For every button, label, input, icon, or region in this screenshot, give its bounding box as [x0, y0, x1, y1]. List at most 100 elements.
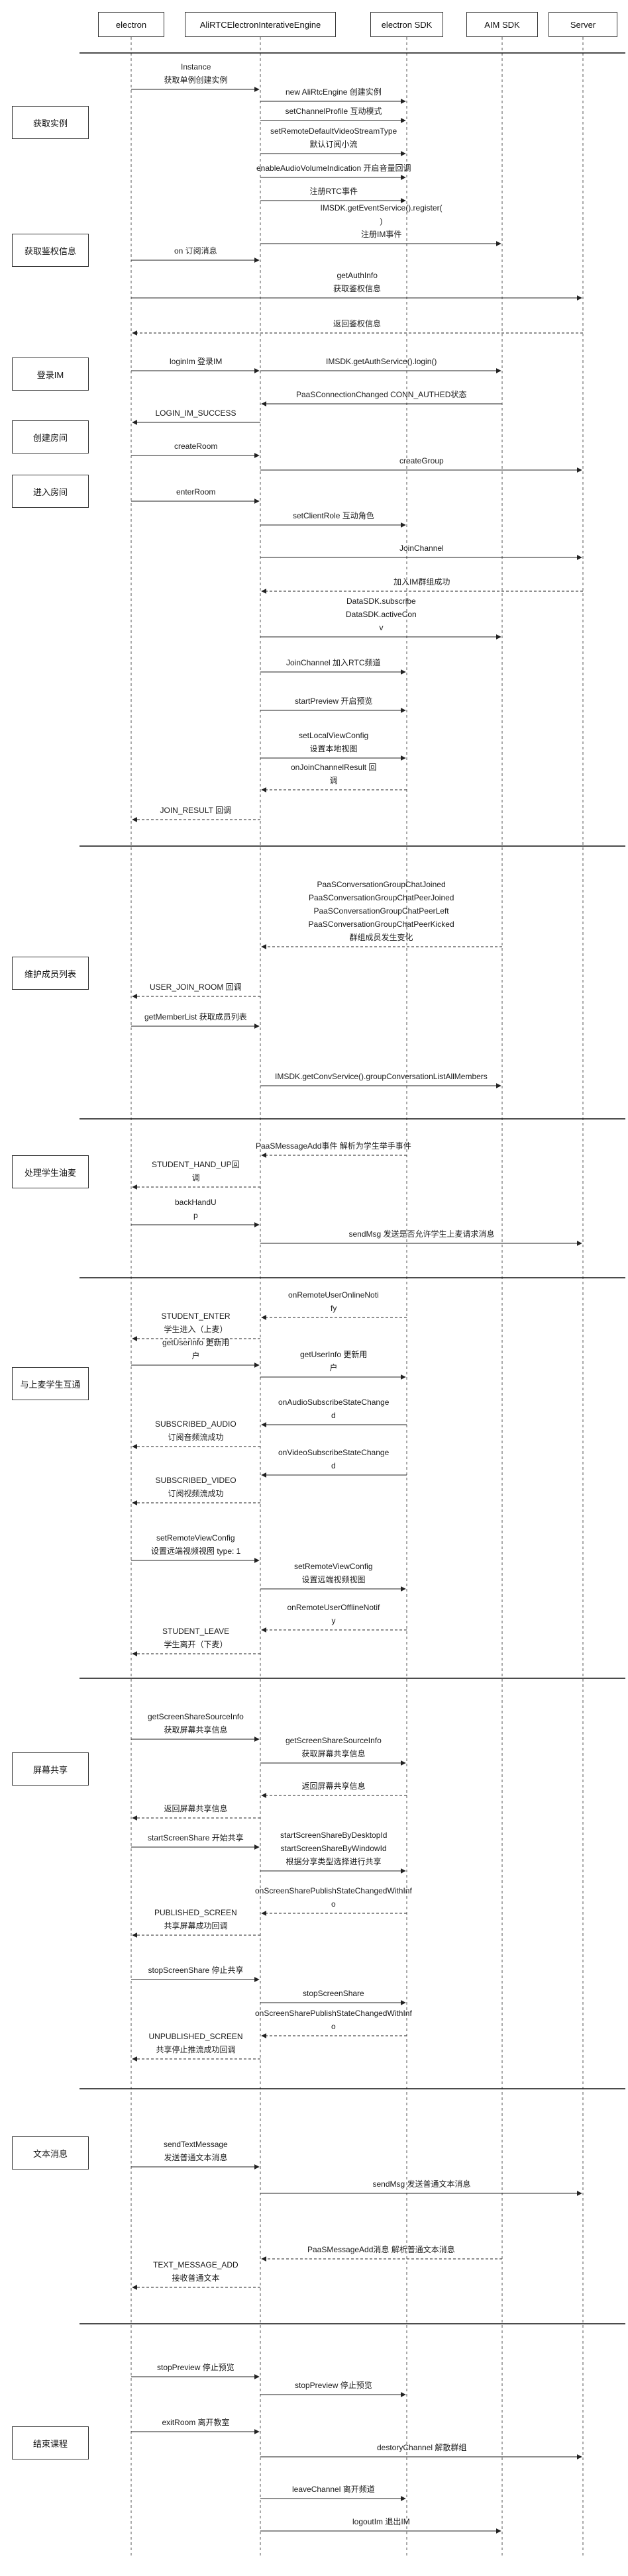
message-label: setLocalViewConfig: [299, 731, 369, 740]
message-label: ): [380, 216, 383, 226]
message-label: 返回鉴权信息: [333, 319, 382, 328]
message-label: fy: [331, 1304, 337, 1313]
message-label: PaaSMessageAdd事件 解析为学生举手事件: [256, 1141, 411, 1151]
message-label: USER_JOIN_ROOM 回调: [150, 982, 242, 992]
message-label: v: [379, 623, 384, 632]
section-label: 登录IM: [12, 358, 89, 391]
message-label: exitRoom 离开教室: [162, 2418, 230, 2427]
message-label: getAuthInfo: [337, 271, 378, 280]
message-label: loginIm 登录IM: [170, 357, 223, 366]
message-label: JoinChannel 加入RTC频道: [286, 658, 381, 667]
message-label: 订阅视频流成功: [168, 1489, 224, 1498]
message-label: 群组成员发生变化: [349, 933, 413, 942]
message-label: on 订阅消息: [174, 246, 217, 256]
participant-aim: AIM SDK: [466, 12, 538, 37]
section-label: 屏幕共享: [12, 1752, 89, 1786]
section-separators: [79, 52, 625, 2324]
message-label: sendMsg 发送普通文本消息: [372, 2179, 471, 2189]
message-label: startScreenShare 开始共享: [148, 1833, 244, 1842]
message-arrows: [131, 87, 583, 2534]
message-label: IMSDK.getConvService().groupConversation…: [275, 1072, 488, 1081]
section-label: 与上麦学生互通: [12, 1367, 89, 1400]
message-label: onJoinChannelResult 回: [291, 763, 377, 772]
message-label: createGroup: [399, 456, 444, 465]
message-label: 获取屏幕共享信息: [301, 1749, 366, 1758]
participant-electron: electron: [98, 12, 164, 37]
message-label: leaveChannel 离开频道: [292, 2485, 375, 2494]
message-label: onScreenSharePublishStateChangedWithInf: [255, 1886, 412, 1895]
participant-server: Server: [549, 12, 617, 37]
message-label: sendMsg 发送是否允许学生上麦请求消息: [348, 1229, 495, 1239]
message-label: onScreenSharePublishStateChangedWithInf: [255, 2009, 412, 2018]
message-label: UNPUBLISHED_SCREEN: [148, 2032, 243, 2041]
message-label: startScreenShareByDesktopId: [280, 1831, 388, 1840]
message-label: 注册RTC事件: [309, 187, 358, 196]
message-label: stopPreview 停止预览: [295, 2381, 372, 2390]
message-label: STUDENT_LEAVE: [162, 1627, 230, 1636]
message-label: startScreenShareByWindowId: [280, 1844, 387, 1853]
message-label: DataSDK.subscribe: [346, 596, 416, 606]
message-label: enterRoom: [176, 487, 216, 497]
message-label: stopScreenShare: [303, 1989, 364, 1998]
message-label: enableAudioVolumeIndication 开启音量回调: [256, 164, 411, 173]
message-label: 设置本地视图: [309, 744, 358, 753]
message-label: getScreenShareSourceInfo: [148, 1712, 244, 1721]
message-label: STUDENT_HAND_UP回: [152, 1160, 240, 1169]
message-label: 获取单例创建实例: [164, 75, 228, 85]
message-label: 返回屏幕共享信息: [301, 1782, 366, 1791]
message-label: 获取鉴权信息: [333, 284, 382, 293]
message-label: 设置远端视频视图 type: 1: [151, 1547, 241, 1556]
message-label: LOGIN_IM_SUCCESS: [155, 408, 236, 418]
message-label: getScreenShareSourceInfo: [286, 1736, 382, 1745]
section-label: 获取鉴权信息: [12, 234, 89, 267]
message-label: d: [331, 1411, 336, 1420]
message-label: JOIN_RESULT 回调: [160, 806, 232, 815]
message-label: 户: [329, 1363, 338, 1372]
message-label: 设置远端视频视图: [301, 1575, 366, 1584]
participant-sdk: electron SDK: [370, 12, 443, 37]
message-label: getUserInfo 更新用: [162, 1338, 230, 1347]
section-label: 进入房间: [12, 475, 89, 508]
message-label: PaaSConversationGroupChatPeerJoined: [309, 893, 454, 902]
message-label: getMemberList 获取成员列表: [144, 1012, 247, 1022]
message-label: PaaSConversationGroupChatPeerKicked: [308, 920, 454, 929]
message-label: setRemoteDefaultVideoStreamType: [270, 126, 397, 136]
message-label: PaaSConversationGroupChatPeerLeft: [313, 906, 449, 916]
section-label: 获取实例: [12, 106, 89, 139]
message-label: onRemoteUserOnlineNoti: [288, 1290, 379, 1300]
section-label: 创建房间: [12, 420, 89, 453]
message-label: stopPreview 停止预览: [157, 2363, 235, 2372]
message-label: 学生进入（上麦）: [164, 1325, 228, 1334]
message-label: sendTextMessage: [164, 2140, 228, 2149]
message-label: d: [331, 1461, 336, 1470]
message-label: stopScreenShare 停止共享: [148, 1966, 244, 1975]
message-label: PaaSConversationGroupChatJoined: [317, 880, 446, 889]
section-label: 维护成员列表: [12, 957, 89, 990]
message-label: setRemoteViewConfig: [294, 1562, 373, 1571]
message-label: 调: [191, 1173, 200, 1182]
message-label: setChannelProfile 互动模式: [285, 107, 382, 116]
message-label: 根据分享类型选择进行共享: [286, 1857, 382, 1866]
message-label: p: [193, 1211, 198, 1220]
message-label: TEXT_MESSAGE_ADD: [153, 2260, 238, 2269]
participant-engine: AliRTCElectronInterativeEngine: [185, 12, 336, 37]
message-label: PaaSConnectionChanged CONN_AUTHED状态: [296, 390, 467, 399]
message-label: 共享停止推流成功回调: [156, 2045, 236, 2054]
message-label: y: [331, 1616, 336, 1625]
message-label: 默认订阅小流: [309, 140, 358, 149]
message-label: 学生离开（下麦）: [164, 1640, 228, 1649]
section-label: 结束课程: [12, 2426, 89, 2459]
message-label: createRoom: [174, 442, 218, 451]
message-label: 发送普通文本消息: [164, 2153, 228, 2162]
message-label: 调: [329, 776, 338, 785]
message-label: getUserInfo 更新用: [300, 1350, 368, 1359]
message-label: 接收普通文本: [172, 2273, 220, 2283]
message-label: JoinChannel: [399, 544, 444, 553]
message-label: IMSDK.getEventService().register(: [320, 203, 443, 213]
message-label: PaaSMessageAdd消息 解析普通文本消息: [307, 2245, 455, 2254]
message-label: SUBSCRIBED_VIDEO: [155, 1476, 236, 1485]
message-label: onVideoSubscribeStateChange: [278, 1448, 390, 1457]
message-label: STUDENT_ENTER: [161, 1312, 231, 1321]
